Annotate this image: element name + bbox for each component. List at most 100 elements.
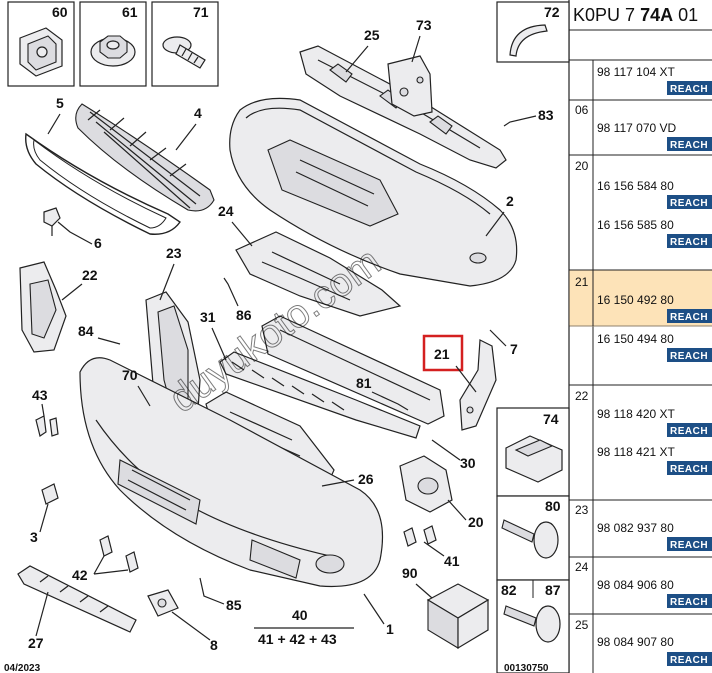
callout-86: 86 bbox=[236, 307, 252, 323]
part-4-grille[interactable] bbox=[75, 103, 215, 212]
part-8-grommet[interactable] bbox=[147, 589, 179, 617]
part-27-lower-grille[interactable] bbox=[17, 565, 137, 633]
part-number: 98 118 421 XT bbox=[597, 445, 676, 459]
callout-8: 8 bbox=[210, 637, 218, 653]
ref-number: 21 bbox=[575, 275, 589, 289]
formula-label: 41 + 42 + 43 bbox=[258, 631, 337, 647]
callout-60: 60 bbox=[52, 4, 68, 20]
part-box-72[interactable]: 72 bbox=[496, 1, 570, 63]
parts-row[interactable]: 98 117 104 XT REACH bbox=[597, 65, 712, 95]
fastener-box-71[interactable]: 71 bbox=[151, 1, 219, 87]
parts-row-selected[interactable]: 21 16 150 492 80 REACH 16 150 494 80 REA… bbox=[575, 275, 712, 362]
callout-26: 26 bbox=[358, 471, 374, 487]
callout-23: 23 bbox=[166, 245, 182, 261]
part-31-reinforcement[interactable] bbox=[219, 351, 421, 439]
part-number: 16 156 585 80 bbox=[597, 218, 674, 232]
reach-label: REACH bbox=[670, 84, 708, 95]
reach-badge bbox=[667, 137, 712, 151]
callouts: 73 25 83 5 4 6 2 24 23 22 86 31 7 84 70 … bbox=[28, 17, 554, 653]
reach-label: REACH bbox=[670, 237, 708, 248]
part-number: 98 084 906 80 bbox=[597, 578, 674, 592]
reach-label: REACH bbox=[670, 198, 708, 209]
parts-row[interactable]: 25 98 084 907 80 REACH bbox=[575, 618, 712, 666]
part-1-front-bumper[interactable] bbox=[79, 357, 384, 588]
fastener-box-60[interactable]: 60 bbox=[7, 1, 75, 87]
parts-row[interactable]: 23 98 082 937 80 REACH bbox=[575, 503, 712, 551]
callout-30: 30 bbox=[460, 455, 476, 471]
reach-badge bbox=[667, 234, 712, 248]
callout-4: 4 bbox=[194, 105, 202, 121]
part-box-80[interactable]: 80 bbox=[496, 495, 570, 581]
ref-number: 22 bbox=[575, 389, 589, 403]
callout-83: 83 bbox=[538, 107, 554, 123]
callout-5: 5 bbox=[56, 95, 64, 111]
callout-31: 31 bbox=[200, 309, 216, 325]
part-24-undertray[interactable] bbox=[235, 231, 402, 317]
part-5-grille-frame[interactable] bbox=[25, 132, 181, 235]
reach-label: REACH bbox=[670, 597, 708, 608]
ref-number: 25 bbox=[575, 618, 589, 632]
parts-row[interactable]: 24 98 084 906 80 REACH bbox=[575, 560, 712, 608]
parts-list-panel: K0PU 7 74A 01 98 117 104 XT REACH 06 98 … bbox=[568, 0, 712, 673]
part-number: 16 150 494 80 bbox=[597, 332, 674, 346]
part-number: 98 117 070 VD bbox=[597, 121, 677, 135]
reach-badge bbox=[667, 81, 712, 95]
part-6-clip[interactable] bbox=[43, 207, 61, 236]
part-3-clip[interactable] bbox=[41, 483, 59, 505]
reach-label: REACH bbox=[670, 540, 708, 551]
reach-badge bbox=[667, 537, 712, 551]
part-20-fog-bracket[interactable] bbox=[399, 455, 453, 513]
callout-2: 2 bbox=[506, 193, 514, 209]
callout-27: 27 bbox=[28, 635, 44, 651]
ref-number: 20 bbox=[575, 159, 589, 173]
part-42-clips[interactable] bbox=[99, 535, 139, 573]
part-number: 98 084 907 80 bbox=[597, 635, 674, 649]
fastener-box-61[interactable]: 61 bbox=[79, 1, 147, 87]
callout-24: 24 bbox=[218, 203, 234, 219]
part-73-bracket[interactable] bbox=[387, 55, 433, 117]
reach-label: REACH bbox=[670, 140, 708, 151]
part-number: 98 082 937 80 bbox=[597, 521, 674, 535]
reach-badge bbox=[667, 348, 712, 362]
callout-43: 43 bbox=[32, 387, 48, 403]
part-box-74[interactable]: 74 bbox=[496, 407, 570, 497]
footer-date: 04/2023 bbox=[4, 663, 41, 673]
reach-label: REACH bbox=[670, 426, 708, 437]
callout-42: 42 bbox=[72, 567, 88, 583]
callout-87: 87 bbox=[545, 582, 561, 598]
header-code: K0PU 7 74A 01 bbox=[573, 5, 698, 25]
callout-80: 80 bbox=[545, 498, 561, 514]
reach-label: REACH bbox=[670, 312, 708, 323]
part-2-upper-bumper[interactable] bbox=[229, 97, 518, 287]
part-box-82-87[interactable]: 82 87 bbox=[496, 579, 570, 673]
ref-number: 24 bbox=[575, 560, 589, 574]
callout-71: 71 bbox=[193, 4, 209, 20]
part-43-clips[interactable] bbox=[35, 415, 59, 437]
callout-81: 81 bbox=[356, 375, 372, 391]
callout-3: 3 bbox=[30, 529, 38, 545]
callout-73: 73 bbox=[416, 17, 432, 33]
parts-row[interactable]: 06 98 117 070 VD REACH bbox=[575, 103, 712, 151]
parts-row[interactable]: 20 16 156 584 80 REACH 16 156 585 80 REA… bbox=[575, 159, 712, 248]
reach-badge bbox=[667, 423, 712, 437]
callout-6: 6 bbox=[94, 235, 102, 251]
part-22-side-bracket[interactable] bbox=[19, 261, 67, 353]
reach-badge bbox=[667, 309, 712, 323]
part-21-bracket[interactable] bbox=[459, 339, 497, 431]
callout-61: 61 bbox=[122, 4, 138, 20]
parts-row[interactable]: 22 98 118 420 XT REACH 98 118 421 XT REA… bbox=[575, 389, 712, 475]
callout-74: 74 bbox=[543, 411, 559, 427]
reach-badge bbox=[667, 195, 712, 209]
callout-41: 41 bbox=[444, 553, 460, 569]
part-number: 16 156 584 80 bbox=[597, 179, 674, 193]
callout-85: 85 bbox=[226, 597, 242, 613]
highlighted-callout-21[interactable]: 21 bbox=[422, 334, 477, 393]
callout-90: 90 bbox=[402, 565, 418, 581]
callout-1: 1 bbox=[386, 621, 394, 637]
callout-40: 40 bbox=[292, 607, 308, 623]
part-41-clips[interactable] bbox=[403, 525, 437, 547]
part-90-kit[interactable] bbox=[426, 583, 490, 650]
part-30-absorber[interactable] bbox=[261, 315, 445, 425]
reach-label: REACH bbox=[670, 351, 708, 362]
